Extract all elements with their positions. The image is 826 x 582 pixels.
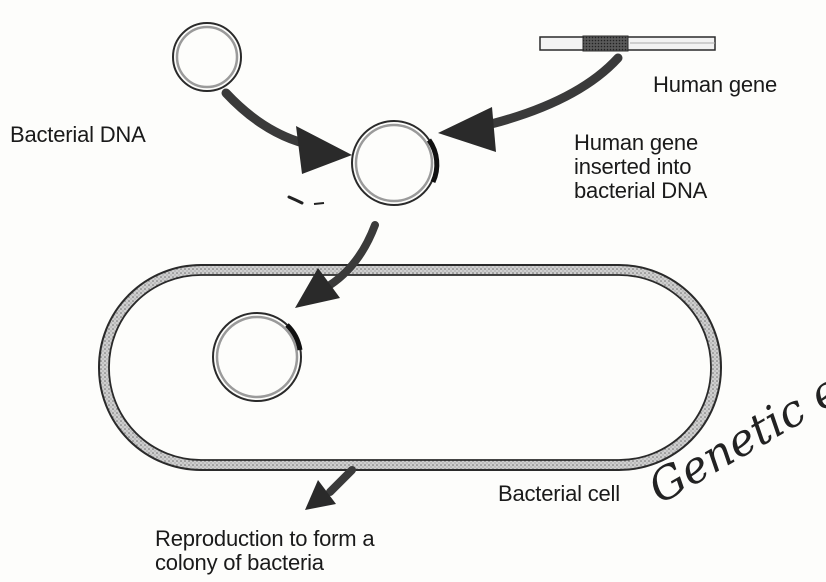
stray-marks bbox=[289, 197, 324, 204]
bacterial-plasmid bbox=[173, 23, 241, 91]
bacterial-cell-label: Bacterial cell bbox=[498, 482, 620, 506]
reproduction-line-2: colony of bacteria bbox=[155, 551, 374, 575]
bacterial-cell bbox=[99, 265, 721, 470]
gene-inserted-line-3: bacterial DNA bbox=[574, 179, 744, 203]
arrow-plasmid-to-recombinant bbox=[226, 93, 352, 174]
arrow-cell-to-colony bbox=[305, 470, 352, 510]
gene-inserted-label: Human gene inserted into bacterial DNA bbox=[574, 131, 744, 203]
human-gene-label: Human gene bbox=[653, 73, 777, 97]
reproduction-label: Reproduction to form a colony of bacteri… bbox=[155, 527, 374, 575]
reproduction-line-1: Reproduction to form a bbox=[155, 527, 374, 551]
bacterial-dna-label: Bacterial DNA bbox=[10, 123, 146, 147]
gene-inserted-line-1: Human gene bbox=[574, 131, 744, 155]
gene-inserted-line-2: inserted into bbox=[574, 155, 744, 179]
human-gene-strip bbox=[540, 36, 715, 51]
recombinant-plasmid bbox=[352, 121, 437, 205]
